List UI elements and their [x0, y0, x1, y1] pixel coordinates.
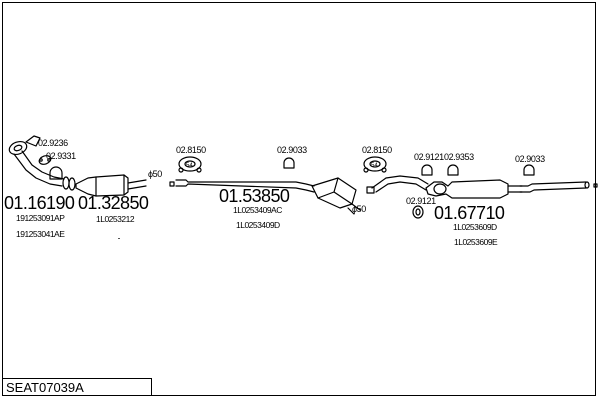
clamp-tail-part — [523, 164, 535, 176]
diameter-label-2: ϕ50 — [352, 204, 366, 214]
clamp-3c-part — [412, 205, 424, 219]
clamp-2-part — [283, 157, 295, 169]
clamp-front-part — [49, 166, 63, 180]
rear-pipe-part — [366, 175, 429, 194]
hanger-2-part — [363, 156, 387, 173]
rear-silencer-part — [425, 179, 523, 199]
oem-number: 191253091AP — [16, 213, 65, 223]
diagram-frame — [2, 2, 596, 396]
tailpipe-part — [519, 181, 598, 193]
front-pipe-part — [8, 135, 76, 191]
clamp-3c-label: 02.9121 — [406, 196, 436, 206]
hanger-1-code: 54 — [186, 163, 193, 169]
hanger-1-part — [178, 156, 202, 173]
hanger-1-label: 02.8150 — [176, 145, 206, 155]
oem-number: 1L0253409D — [236, 220, 280, 230]
clamp-3a-label: 02.9121 — [414, 152, 444, 162]
diagram-code: SEAT07039A — [6, 380, 84, 395]
gasket-front-part — [38, 155, 52, 165]
middle-silencer-part — [311, 177, 361, 215]
assembly-number-2: 01.32850 — [78, 193, 149, 213]
assembly-number-4: 01.67710 — [434, 203, 505, 223]
clamp-3a-part — [421, 164, 433, 176]
oem-number: 1L0253409AC — [233, 205, 282, 215]
diameter-label-1: ϕ50 — [148, 169, 162, 179]
marker-dot — [118, 238, 120, 239]
oem-number: 1L0253609D — [453, 222, 497, 232]
diagram-code-box: SEAT07039A — [2, 378, 152, 396]
oem-number: 191253041AE — [16, 229, 65, 239]
clamp-3b-label: 02.9353 — [444, 152, 474, 162]
gasket-front-label: 02.9236 — [38, 138, 68, 148]
clamp-tail-label: 02.9033 — [515, 154, 545, 164]
clamp-2-label: 02.9033 — [277, 145, 307, 155]
clamp-front-label: 02.9331 — [46, 151, 76, 161]
catalytic-converter-part — [75, 174, 147, 197]
hanger-2-label: 02.8150 — [362, 145, 392, 155]
assembly-number-1: 01.16190 — [4, 193, 75, 213]
middle-pipe-part — [169, 179, 315, 193]
clamp-3b-part — [447, 164, 459, 176]
oem-number: 1L0253609E — [454, 237, 498, 247]
assembly-number-3: 01.53850 — [219, 186, 290, 206]
oem-number: 1L0253212 — [96, 214, 135, 224]
hanger-2-code: 54 — [371, 163, 378, 169]
